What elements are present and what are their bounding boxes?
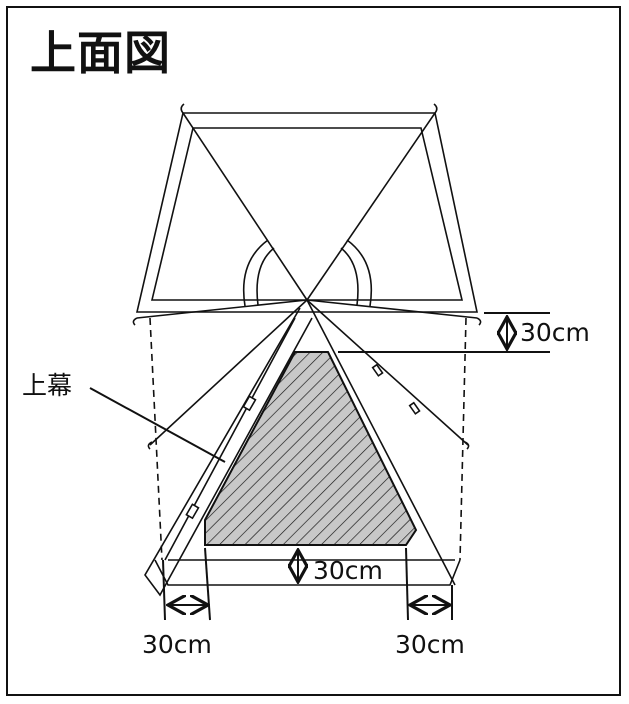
dimension-bottom-left-label: 30cm — [142, 630, 212, 659]
dimension-bottom-right — [405, 547, 453, 621]
dimension-top-right-label: 30cm — [520, 318, 590, 347]
dimension-top-right — [338, 312, 550, 353]
top-fly-label: 上幕 — [22, 371, 73, 400]
hatched-area — [204, 351, 418, 546]
top-fly-leader-line — [89, 387, 226, 463]
page-title: 上面図 — [30, 26, 171, 80]
dimension-bottom-left — [162, 547, 211, 621]
dimension-bottom-center-label: 30cm — [313, 556, 383, 585]
vent-icons — [242, 239, 373, 307]
dimension-bottom-right-label: 30cm — [395, 630, 465, 659]
tent-upper-frame — [135, 112, 478, 319]
top-fly-strip — [144, 307, 421, 597]
